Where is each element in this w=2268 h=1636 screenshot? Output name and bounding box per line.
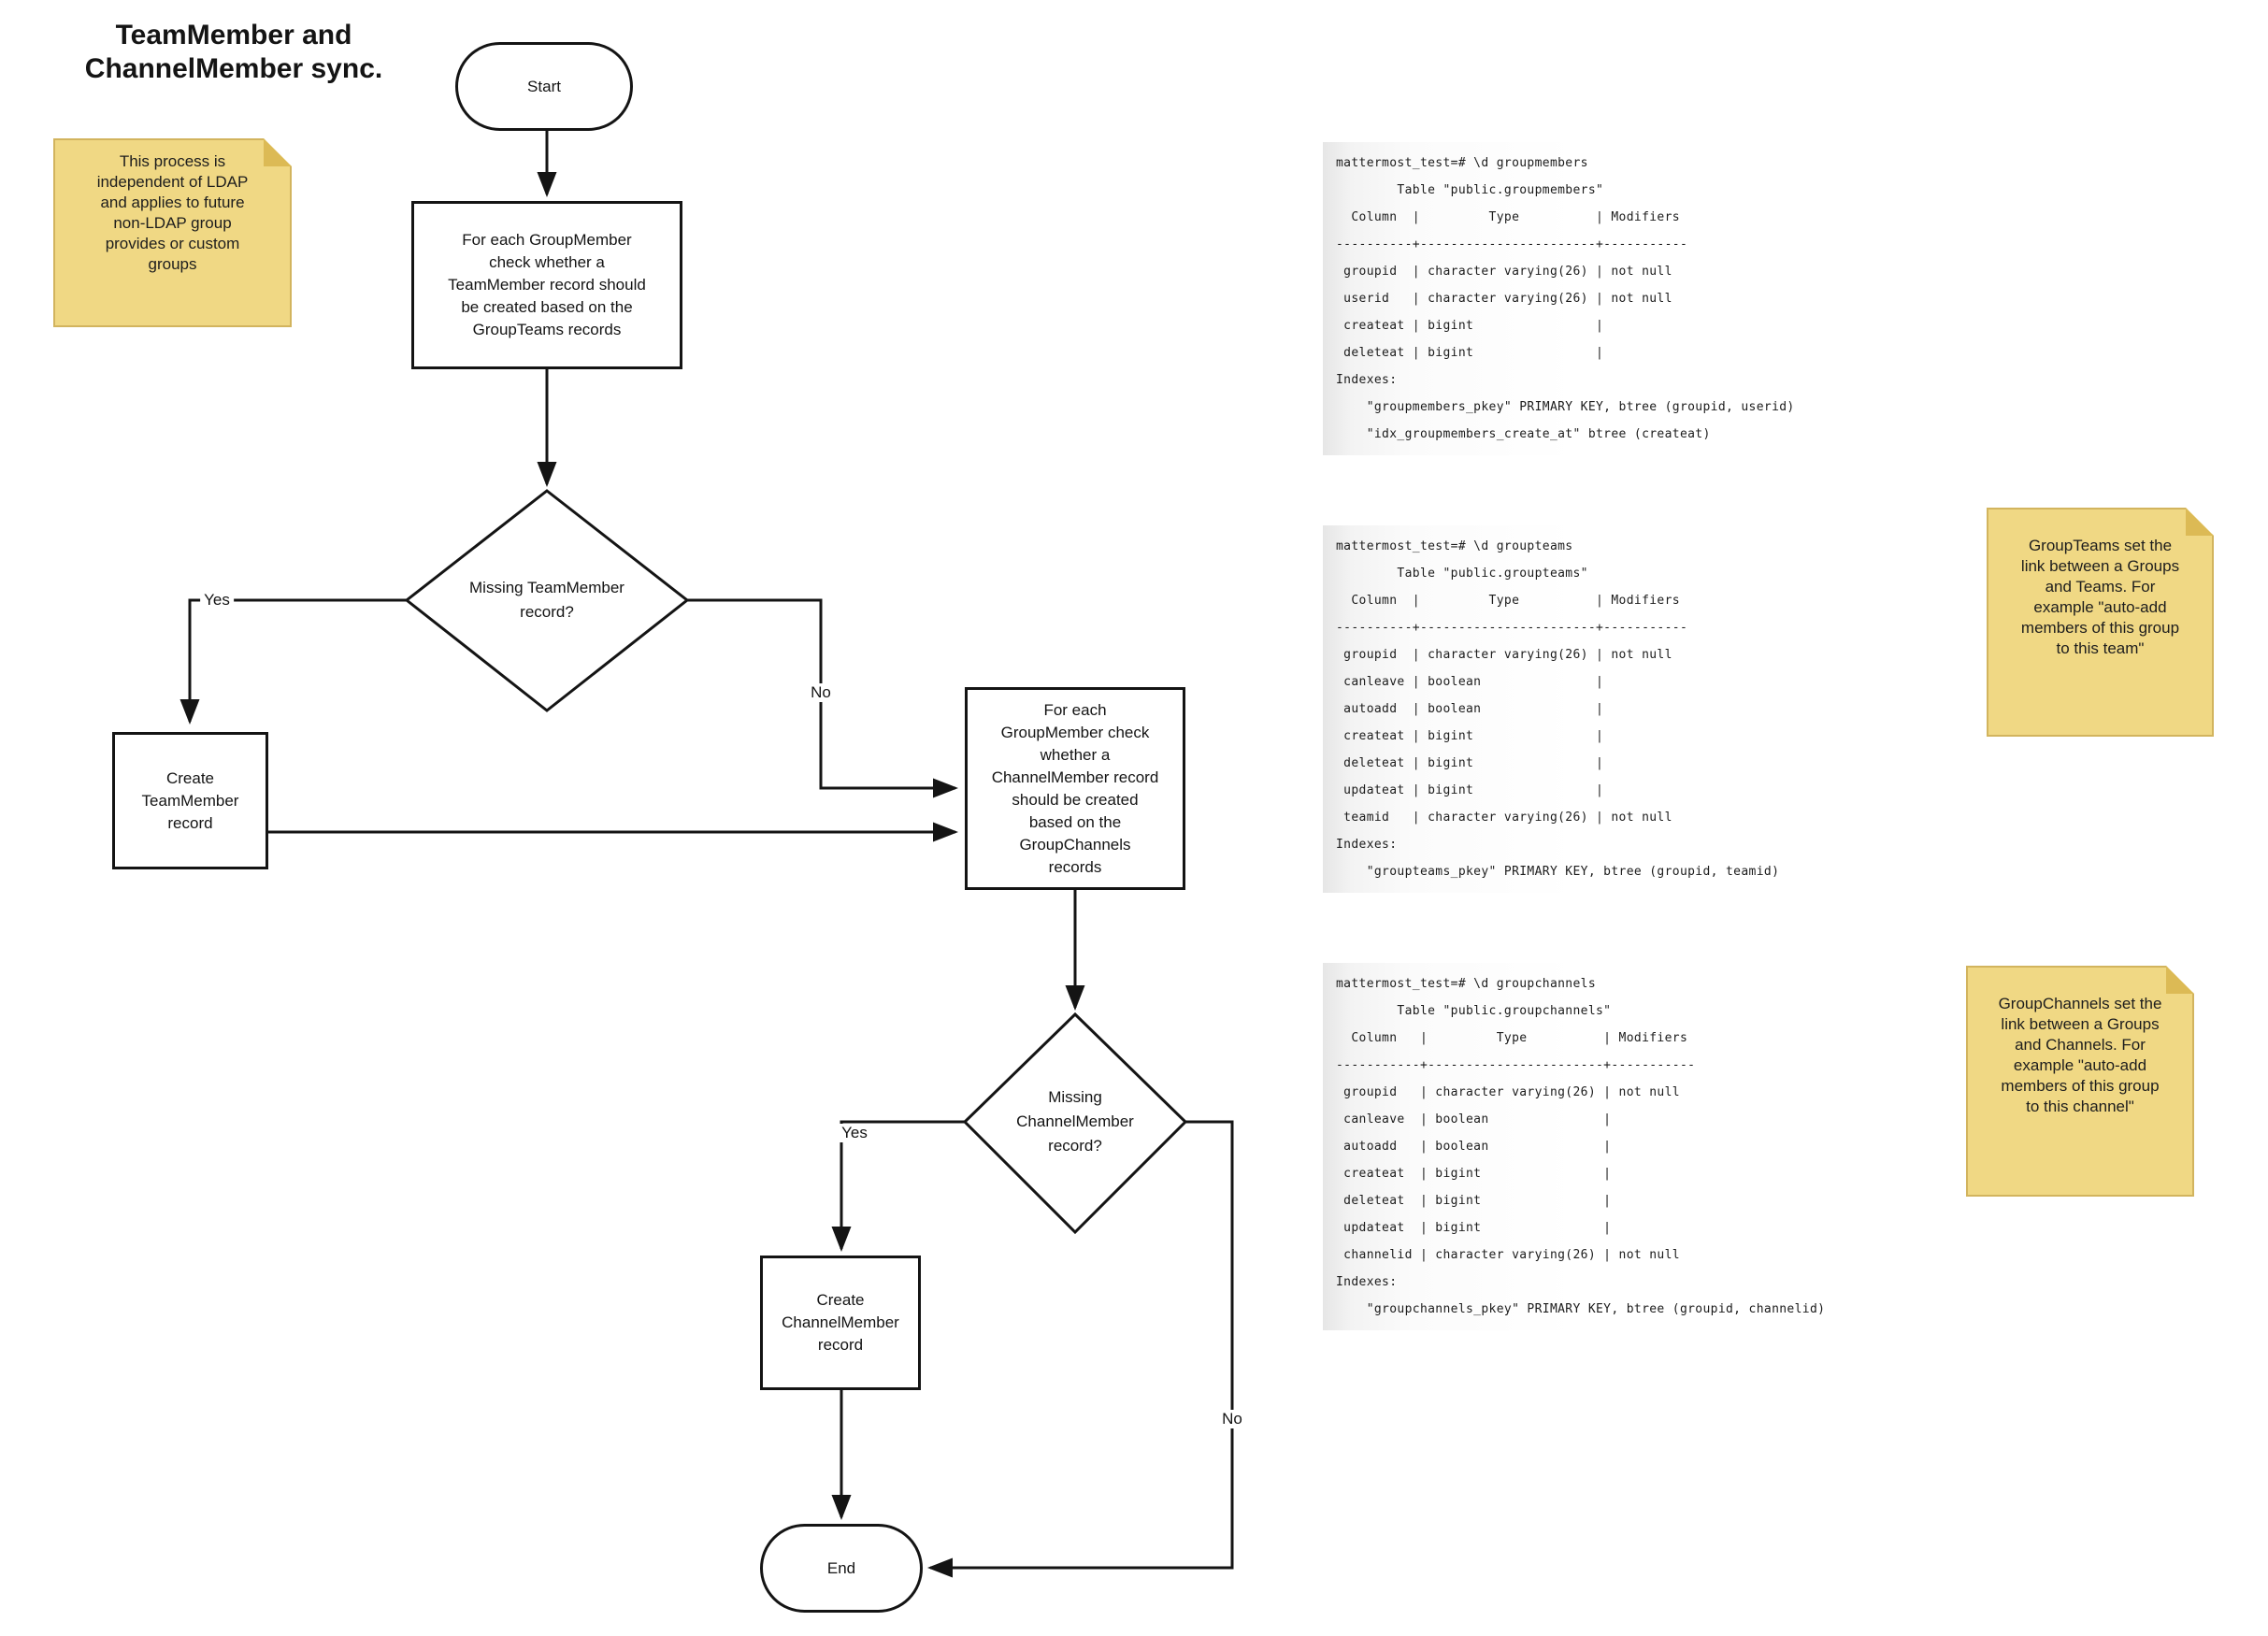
sticky-note-groupteams: GroupTeams set the link between a Groups… (1987, 508, 2214, 737)
start-node: Start (455, 42, 633, 131)
diagram-title: TeamMember and ChannelMember sync. (84, 20, 383, 84)
decision-missing-channelmember-label: Missing ChannelMember record? (1016, 1088, 1134, 1155)
sticky-note-ldap: This process is independent of LDAP and … (53, 138, 292, 327)
connector-decision2-no (927, 1120, 1234, 1578)
connector-decision1-yes (179, 598, 407, 725)
connector-decision2-yes (831, 1120, 965, 1252)
sticky-note-groupteams-text: GroupTeams set the link between a Groups… (2020, 537, 2180, 657)
create-teammember-node: Create TeamMember record (112, 732, 268, 869)
psql-output-groupteams: mattermost_test=# \d groupteams Table "p… (1323, 525, 1884, 893)
process-check-teammember: For each GroupMember check whether a Tea… (411, 201, 682, 369)
edge-label-yes-channelmember: Yes (838, 1124, 871, 1142)
process-check-channelmember: For each GroupMember check whether a Cha… (965, 687, 1185, 890)
decision-missing-teammember-label: Missing TeamMember record? (469, 579, 624, 621)
sticky-note-groupchannels-text: GroupChannels set the link between a Gro… (1998, 995, 2162, 1115)
psql-output-groupchannels: mattermost_test=# \d groupchannels Table… (1323, 963, 1884, 1330)
edge-label-no-channelmember: No (1218, 1410, 1246, 1428)
psql-output-groupmembers: mattermost_test=# \d groupmembers Table … (1323, 142, 1884, 455)
decision-missing-channelmember-shape (962, 1012, 1188, 1235)
edge-label-no-teammember: No (807, 683, 835, 702)
decision-missing-teammember-shape (404, 489, 690, 712)
create-channelmember-node: Create ChannelMember record (760, 1256, 921, 1390)
end-node: End (760, 1524, 923, 1613)
sticky-note-ldap-text: This process is independent of LDAP and … (96, 152, 249, 273)
edge-label-yes-teammember: Yes (200, 591, 234, 610)
sticky-note-groupchannels: GroupChannels set the link between a Gro… (1966, 966, 2194, 1197)
